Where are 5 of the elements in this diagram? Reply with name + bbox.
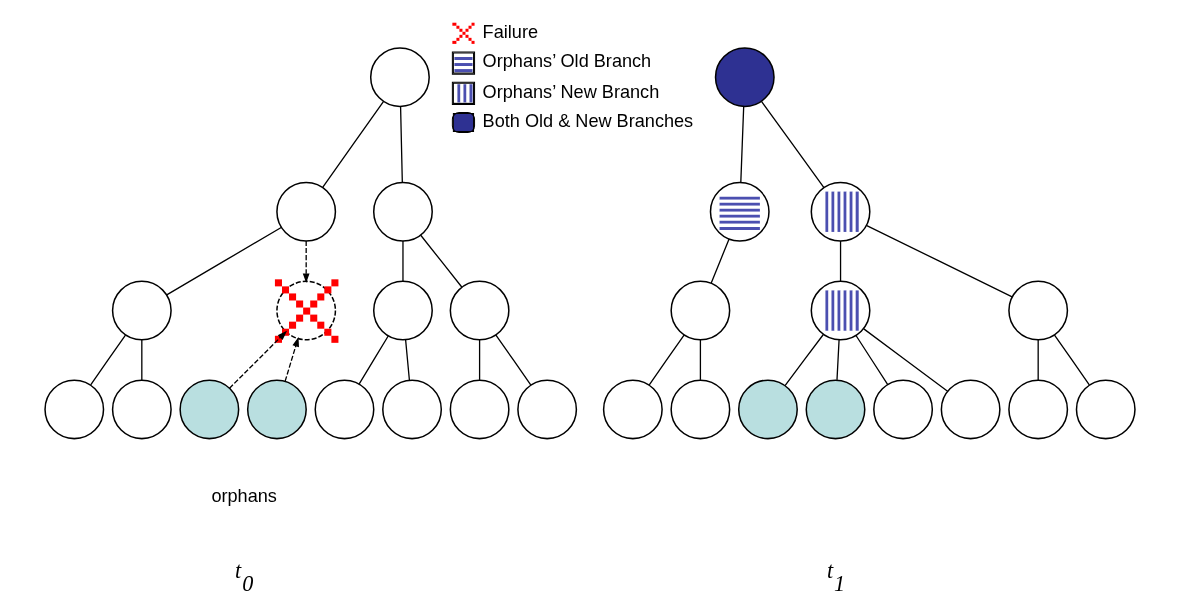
legend-label: Failure xyxy=(482,21,539,42)
legend-label: Orphans’ Old Branch xyxy=(482,51,652,72)
legend-label: Both Old & New Branches xyxy=(482,110,694,131)
label: orphans xyxy=(211,485,277,506)
legend-label: Orphans’ New Branch xyxy=(482,81,660,102)
